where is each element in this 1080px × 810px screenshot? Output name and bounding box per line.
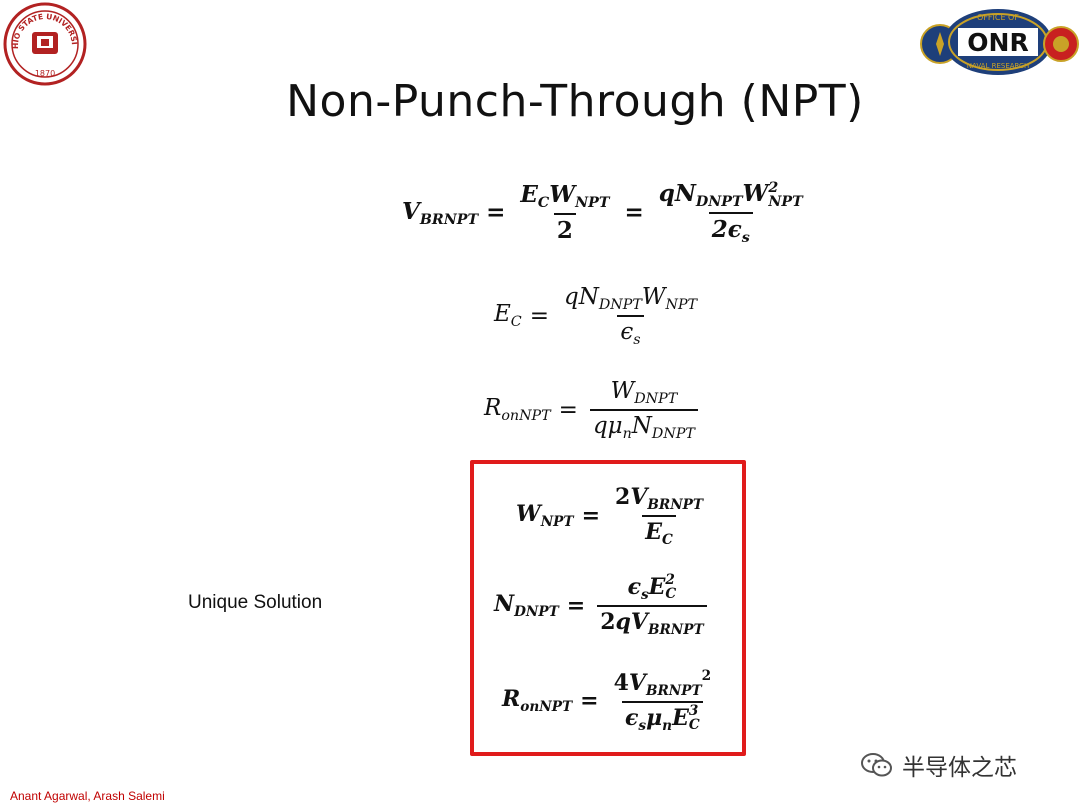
equation-critical-field: EC = qNDNPTWNPT ϵs: [494, 284, 698, 348]
ohio-state-university-seal-icon: OHIO STATE UNIVERSITY 1870: [2, 2, 87, 86]
office-of-naval-research-logo-icon: OFFICE OF ONR NAVAL RESEARCH: [920, 9, 1079, 75]
equation-drift-width: WNPT = 2VBRNPT EC: [516, 484, 704, 548]
authors-credit: Anant Agarwal, Arash Salemi: [10, 789, 165, 803]
onr-top-text: OFFICE OF: [977, 13, 1019, 22]
onr-letters: ONR: [967, 28, 1028, 57]
wechat-icon: [861, 753, 892, 777]
unique-solution-label: Unique Solution: [188, 592, 323, 613]
equation-on-resistance: RonNPT = WDNPT qμnNDNPT: [484, 378, 702, 442]
watermark-text: 半导体之芯: [902, 754, 1017, 780]
watermark: 半导体之芯: [860, 748, 1017, 782]
osu-year: 1870: [35, 69, 55, 78]
unique-solution-box: [470, 460, 746, 756]
page-title: Non-Punch-Through (NPT): [286, 76, 864, 127]
onr-bottom-text: NAVAL RESEARCH: [967, 62, 1029, 70]
